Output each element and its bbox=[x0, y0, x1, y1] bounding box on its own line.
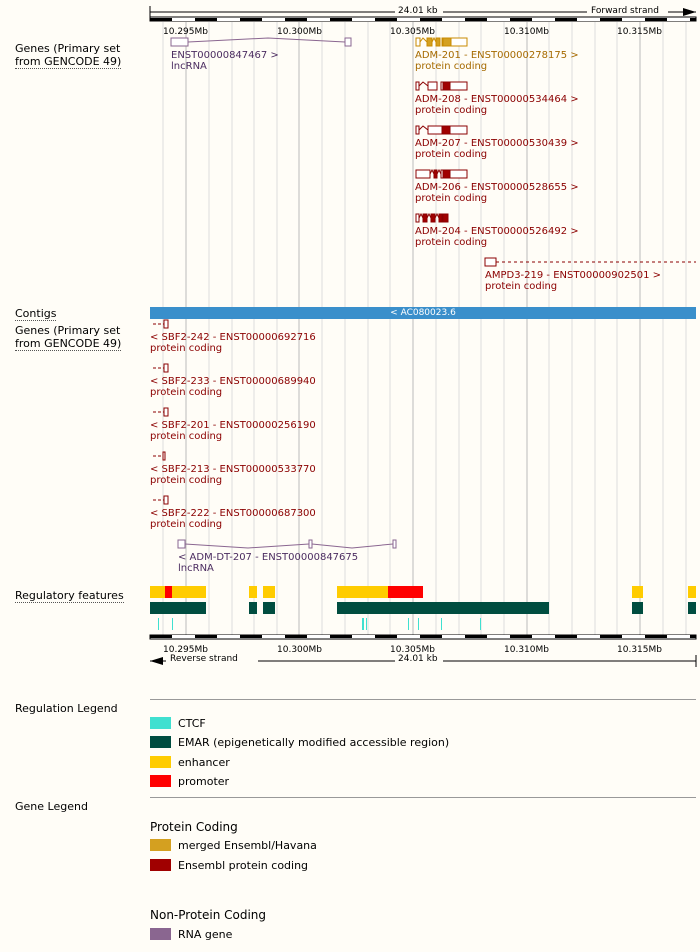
legend-swatch-promoter bbox=[150, 775, 171, 787]
emar-row bbox=[150, 602, 696, 614]
legend-label: RNA gene bbox=[178, 928, 233, 941]
legend-label: CTCF bbox=[178, 717, 206, 730]
gene-label[interactable]: ADM-207 - ENST00000530439 >protein codin… bbox=[415, 138, 579, 160]
tick-label: 10.310Mb bbox=[504, 27, 549, 37]
track-label-genes-reverse[interactable]: Genes (Primary set from GENCODE 49) bbox=[15, 324, 122, 351]
grid-lines bbox=[162, 22, 687, 635]
track-label-genes-forward[interactable]: Genes (Primary set from GENCODE 49) bbox=[15, 42, 122, 69]
top-ruler: 24.01 kb Forward strand bbox=[0, 0, 700, 25]
gene-glyph-adm-207 bbox=[415, 125, 468, 135]
reverse-arrow-icon bbox=[150, 657, 163, 665]
track-label-contigs[interactable]: Contigs bbox=[15, 307, 57, 321]
gene-glyph-adm-201 bbox=[415, 36, 468, 47]
divider bbox=[150, 699, 696, 700]
track-label-regulatory[interactable]: Regulatory features bbox=[15, 589, 124, 603]
legend-label: EMAR (epigenetically modified accessible… bbox=[178, 736, 450, 749]
strand-label: Reverse strand bbox=[170, 654, 238, 664]
gene-label[interactable]: ADM-204 - ENST00000526492 >protein codin… bbox=[415, 226, 579, 248]
forward-gene-glyphs[interactable] bbox=[0, 0, 700, 300]
gene-glyph-adm-dt-207 bbox=[177, 539, 397, 549]
ctcf-row bbox=[158, 618, 481, 630]
gene-legend-title: Gene Legend bbox=[15, 800, 88, 813]
regulatory-features[interactable] bbox=[0, 580, 700, 632]
tick-label: 10.305Mb bbox=[390, 645, 435, 655]
non-protein-coding-heading: Non-Protein Coding bbox=[150, 908, 267, 922]
tick-label: 10.295Mb bbox=[163, 645, 208, 655]
regulation-legend-title: Regulation Legend bbox=[15, 702, 118, 715]
gene-glyph-adm-206 bbox=[415, 168, 468, 179]
divider bbox=[150, 797, 696, 798]
protein-coding-heading: Protein Coding bbox=[150, 820, 238, 834]
gene-glyph-adm-208 bbox=[415, 81, 468, 91]
gene-label[interactable]: AMPD3-219 - ENST00000902501 >protein cod… bbox=[485, 270, 662, 292]
strand-label: Forward strand bbox=[591, 6, 659, 16]
gene-glyph-enst00000847467 bbox=[170, 37, 352, 47]
legend-swatch-ctcf bbox=[150, 717, 171, 729]
gene-label[interactable]: ENST00000847467 >lncRNA bbox=[171, 50, 279, 72]
contig-bar[interactable]: < AC080023.6 bbox=[150, 307, 696, 319]
gene-label[interactable]: ADM-208 - ENST00000534464 >protein codin… bbox=[415, 94, 579, 116]
gene-glyph-adm-204 bbox=[415, 212, 449, 223]
gene-glyph-ampd3-219 bbox=[484, 257, 696, 267]
gene-glyph-sbf2-213 bbox=[153, 451, 166, 461]
tick-label: 10.310Mb bbox=[504, 645, 549, 655]
enhancer-promoter-row bbox=[150, 586, 696, 598]
ruler-length: 24.01 kb bbox=[398, 654, 438, 664]
tick-label: 10.315Mb bbox=[617, 27, 662, 37]
tick-label: 10.300Mb bbox=[277, 645, 322, 655]
forward-arrow-icon bbox=[683, 8, 696, 16]
gene-label[interactable]: ADM-201 - ENST00000278175 >protein codin… bbox=[415, 50, 579, 72]
tick-label: 10.300Mb bbox=[277, 27, 322, 37]
gene-glyph-sbf2-242 bbox=[153, 319, 169, 329]
legend-label: promoter bbox=[178, 775, 230, 788]
legend-swatch-merged bbox=[150, 839, 171, 851]
gene-glyph-sbf2-222 bbox=[153, 495, 169, 505]
legend-label: merged Ensembl/Havana bbox=[178, 839, 317, 852]
legend-label: enhancer bbox=[178, 756, 230, 769]
legend-swatch-enhancer bbox=[150, 756, 171, 768]
reverse-gene-glyphs[interactable] bbox=[0, 0, 700, 560]
ruler-length: 24.01 kb bbox=[398, 6, 438, 16]
legend-swatch-rna bbox=[150, 928, 171, 940]
legend-swatch-emar bbox=[150, 736, 171, 748]
tick-label: 10.295Mb bbox=[163, 27, 208, 37]
legend-label: Ensembl protein coding bbox=[178, 859, 309, 872]
tick-label: 10.315Mb bbox=[617, 645, 662, 655]
legend-swatch-ensembl bbox=[150, 859, 171, 871]
bottom-ruler: 10.295Mb 10.300Mb 10.305Mb 10.310Mb 10.3… bbox=[0, 634, 700, 668]
tick-label: 10.305Mb bbox=[390, 27, 435, 37]
gene-glyph-sbf2-201 bbox=[153, 407, 169, 417]
gene-label[interactable]: ADM-206 - ENST00000528655 >protein codin… bbox=[415, 182, 579, 204]
gene-glyph-sbf2-233 bbox=[153, 363, 169, 373]
